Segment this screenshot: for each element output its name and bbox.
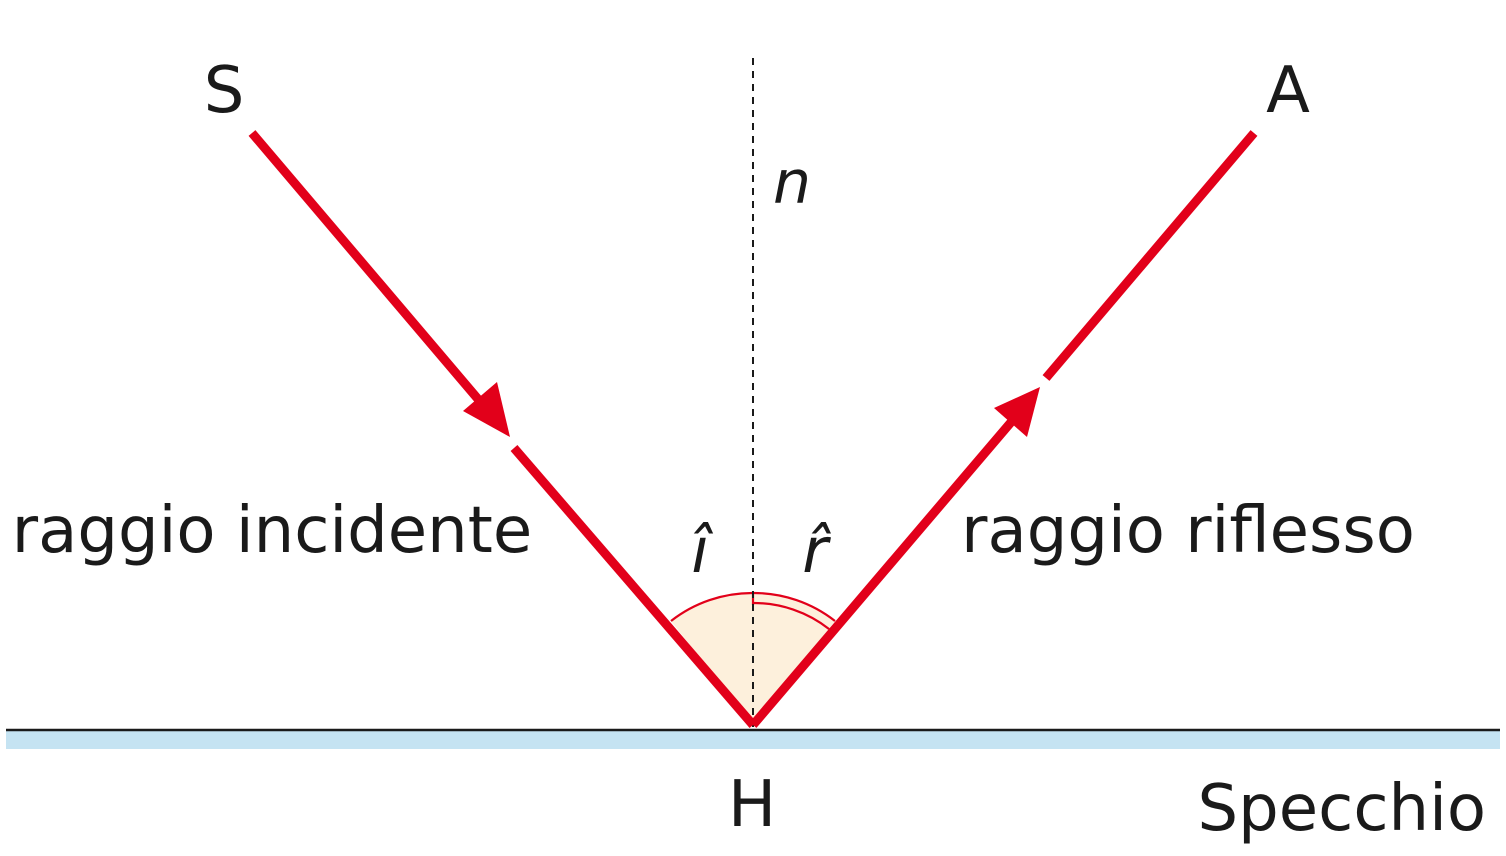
mirror-surface <box>6 731 1500 749</box>
incidence-angle-label: î <box>691 514 713 587</box>
incident-ray-upper <box>248 130 504 428</box>
mirror-label: Specchio <box>1198 772 1487 846</box>
incident-ray-lower <box>510 445 757 728</box>
incidence-angle-arc <box>670 591 754 622</box>
incident-ray-arrowhead <box>463 382 510 437</box>
reflected-ray-lower <box>749 404 1028 728</box>
reflection-angle-arc <box>752 591 836 622</box>
incident-ray-label: raggio incidente <box>12 494 532 568</box>
reflected-ray-label: raggio riflesso <box>961 494 1415 568</box>
reflection-angle-label: r̂ <box>802 514 831 587</box>
point-a-label: A <box>1266 54 1310 128</box>
point-h-label: H <box>728 768 776 842</box>
reflected-ray-arrowhead <box>994 387 1040 437</box>
point-s-label: S <box>204 54 245 128</box>
normal-label: n <box>773 148 811 218</box>
reflected-ray-upper <box>1042 130 1258 381</box>
reflection-angle-arc-inner <box>752 601 830 630</box>
